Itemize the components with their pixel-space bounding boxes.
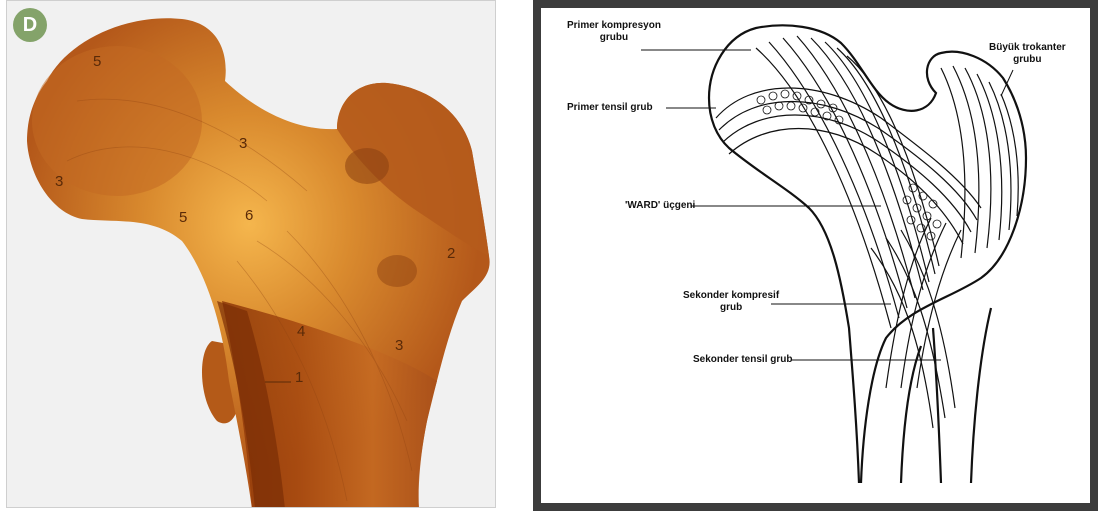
region-label: 3 <box>239 135 247 152</box>
region-label: 4 <box>297 323 305 340</box>
femur-photo <box>7 1 496 508</box>
label-primary-compression: Primer kompresyon grubu <box>567 20 661 44</box>
label-greater-trochanter: Büyük trokanter grubu <box>989 42 1066 66</box>
label-line: Büyük trokanter <box>989 42 1066 54</box>
trabecular-diagram-panel: Primer kompresyon grubu Primer tensil gr… <box>533 0 1098 511</box>
label-line: grubu <box>989 54 1066 66</box>
region-label: 6 <box>245 207 253 224</box>
femur-trabecular-diagram <box>541 8 1090 503</box>
label-ward-triangle: 'WARD' üçgeni <box>625 200 695 212</box>
label-primary-tensile: Primer tensil grub <box>567 102 653 114</box>
region-label: 2 <box>447 245 455 262</box>
label-line: Sekonder kompresif <box>683 290 779 302</box>
panel-badge: D <box>13 8 47 42</box>
region-label: 3 <box>55 173 63 190</box>
region-label: 1 <box>295 369 303 386</box>
region-label: 5 <box>179 209 187 226</box>
label-line: Primer kompresyon <box>567 20 661 32</box>
label-line: grubu <box>567 32 661 44</box>
label-secondary-compressive: Sekonder kompresif grub <box>683 290 779 314</box>
region-label: 5 <box>93 53 101 70</box>
label-secondary-tensile: Sekonder tensil grub <box>693 354 792 366</box>
label-line: grub <box>683 302 779 314</box>
label-pointer <box>265 377 295 387</box>
diagram-canvas: Primer kompresyon grubu Primer tensil gr… <box>541 8 1090 503</box>
region-label: 3 <box>395 337 403 354</box>
femur-photo-panel: D 5 3 3 5 6 2 4 3 1 <box>6 0 496 508</box>
